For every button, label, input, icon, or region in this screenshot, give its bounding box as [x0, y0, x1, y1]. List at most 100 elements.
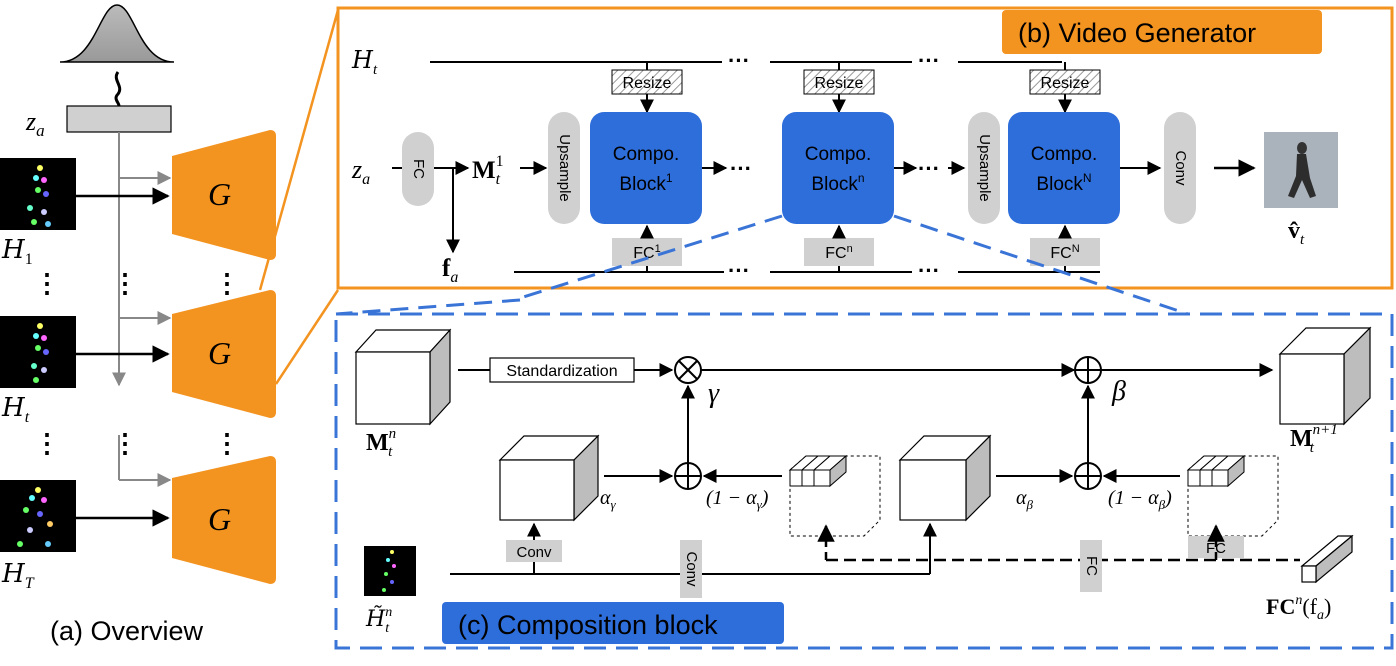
- alpha-beta-label: αβ: [1016, 487, 1034, 512]
- vg-fc-N: [1030, 238, 1100, 266]
- resize-box-1: Resize: [611, 69, 683, 95]
- svg-text:Block1: Block1: [619, 171, 672, 195]
- sample-tilde-icon: [114, 71, 122, 110]
- generator-T: G: [172, 456, 276, 584]
- svg-text:···: ···: [918, 258, 940, 283]
- fc-feature-vector: [1300, 534, 1354, 584]
- svg-text:···: ···: [728, 48, 750, 73]
- svg-text:Upsample: Upsample: [556, 134, 573, 202]
- generator-1: G: [172, 130, 276, 260]
- vg-heatmap-label: Ht: [351, 46, 378, 78]
- fc-feature-label: FCn(fa): [1266, 593, 1331, 623]
- compo-block-N: [1008, 112, 1120, 224]
- conv-box-gamma: [506, 540, 562, 562]
- overview-caption: (a) Overview: [50, 616, 204, 646]
- composition-heatmap-image: [364, 546, 416, 596]
- svg-text:BlockN: BlockN: [1036, 171, 1091, 195]
- gamma-feature-cube: [498, 434, 600, 522]
- svg-text:FCn: FCn: [825, 243, 852, 262]
- input-tensor-cube: [354, 328, 452, 426]
- gaussian-icon: [59, 4, 175, 63]
- add-op-gamma: [674, 462, 702, 490]
- heatmap-t-label: Ht: [1, 393, 30, 426]
- svg-text:Resize: Resize: [1041, 75, 1090, 92]
- gamma-label: γ: [708, 378, 720, 409]
- output-video-frame: [1264, 132, 1338, 208]
- svg-text:FC: FC: [1206, 540, 1226, 557]
- gamma-tensor-stack: [788, 454, 881, 537]
- svg-text:···: ···: [918, 48, 940, 73]
- svg-text:···: ···: [918, 156, 940, 181]
- compo-block-1: [590, 112, 702, 224]
- add-op-beta: [1074, 356, 1102, 384]
- svg-text:FC1: FC1: [633, 243, 660, 262]
- ellipsis-a5: ⋮: [112, 428, 138, 458]
- heatmap-1-label: H1: [1, 235, 33, 268]
- alpha-gamma-label: αγ: [600, 487, 617, 512]
- upsample-1: [548, 112, 580, 224]
- compo-block-n: [782, 112, 894, 224]
- svg-text:Conv: Conv: [516, 544, 552, 561]
- ellipsis-a1: ⋮: [34, 268, 60, 298]
- svg-text:FC: FC: [1083, 556, 1100, 576]
- video-generator-panel: (b) Video Generator Ht ··· ··· Resize Re…: [336, 6, 1394, 290]
- svg-text:Conv: Conv: [1172, 150, 1189, 186]
- svg-text:Resize: Resize: [815, 75, 864, 92]
- heatmap-image-T: [0, 480, 76, 552]
- conv-box-beta: [680, 540, 702, 598]
- heatmap-image-1: [0, 158, 76, 230]
- vg-fc-n: [804, 238, 874, 266]
- vg-conv: [1164, 112, 1196, 224]
- svg-text:···: ···: [728, 258, 750, 283]
- output-label: v̂t: [1288, 218, 1305, 248]
- add-op-beta-mix: [1074, 462, 1102, 490]
- svg-text:Resize: Resize: [623, 75, 672, 92]
- multiply-op: [674, 356, 702, 384]
- svg-text:···: ···: [730, 156, 752, 181]
- vg-latent-label: za: [351, 155, 370, 188]
- latent-vector: [66, 105, 172, 133]
- one-minus-alpha-gamma-label: (1 − αγ): [706, 487, 769, 512]
- video-generator-title-bg: [1002, 10, 1322, 54]
- ellipsis-a2: ⋮: [112, 268, 138, 298]
- output-tensor-cube: [1278, 326, 1372, 426]
- one-minus-alpha-beta-label: (1 − αβ): [1108, 487, 1172, 512]
- svg-text:G: G: [208, 501, 231, 537]
- beta-feature-cube: [898, 434, 992, 522]
- overview-latent-label: za: [25, 107, 45, 140]
- svg-text:Compo.: Compo.: [1031, 144, 1098, 165]
- overview-panel: za H1 Ht HT: [0, 4, 340, 646]
- svg-text:Compo.: Compo.: [805, 144, 872, 165]
- ellipsis-a3: ⋮: [214, 268, 240, 298]
- beta-label: β: [1111, 376, 1126, 407]
- composition-title-bg: [442, 602, 784, 644]
- svg-text:Compo.: Compo.: [613, 144, 680, 165]
- heatmap-T-label: HT: [1, 559, 35, 592]
- ellipsis-a4: ⋮: [34, 428, 60, 458]
- heatmap-image-t: [0, 316, 76, 388]
- resize-box-n: Resize: [803, 69, 875, 95]
- svg-text:G: G: [208, 176, 231, 212]
- composition-title: (c) Composition block: [458, 610, 718, 640]
- generator-t: G: [172, 290, 276, 418]
- video-generator-title: (b) Video Generator: [1018, 18, 1256, 48]
- fc-box-gamma: [1080, 540, 1102, 592]
- beta-tensor-stack: [1186, 454, 1279, 537]
- svg-text:FCN: FCN: [1050, 243, 1079, 262]
- svg-text:Conv: Conv: [683, 551, 700, 587]
- standardization-box: [489, 357, 635, 383]
- ellipsis-a6: ⋮: [214, 428, 240, 458]
- resize-box-N: Resize: [1029, 69, 1101, 95]
- feature-label: fa: [442, 255, 458, 286]
- svg-text:FC: FC: [410, 159, 427, 179]
- vg-fc-pill: [402, 132, 434, 206]
- svg-text:Upsample: Upsample: [976, 134, 993, 202]
- svg-text:G: G: [208, 335, 231, 371]
- svg-text:Blockn: Blockn: [811, 171, 864, 195]
